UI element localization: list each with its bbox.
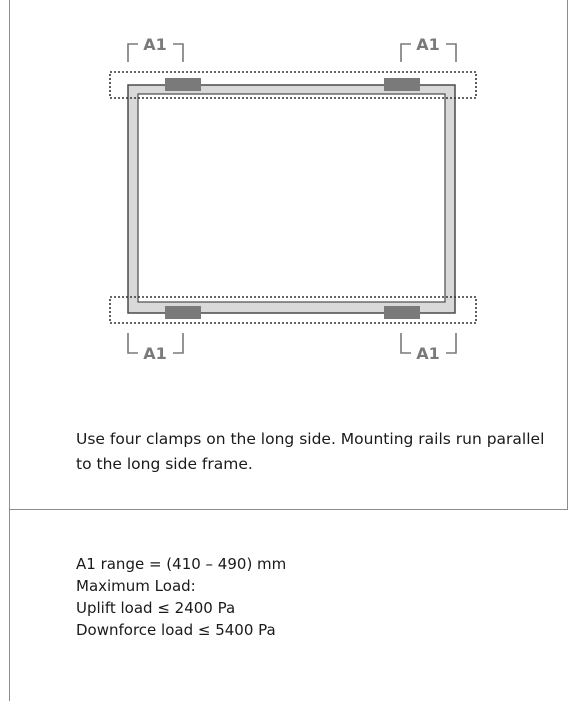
max-load-heading: Maximum Load: — [76, 577, 196, 595]
module-glass — [137, 93, 446, 303]
clamp-bottom-right — [384, 306, 420, 319]
installation-caption: Use four clamps on the long side. Mounti… — [76, 430, 545, 473]
section-divider — [9, 509, 568, 510]
dimension-top-right — [400, 43, 457, 62]
clamp-top-right — [384, 78, 420, 91]
dimension-bottom-right — [400, 333, 457, 354]
dimension-label-bottom-right: A1 — [416, 344, 440, 363]
load-specifications: A1 range = (410 – 490) mm Maximum Load: … — [76, 553, 286, 641]
left-border — [9, 0, 10, 701]
clamp-top-left — [165, 78, 201, 91]
dimension-top-left — [127, 43, 184, 62]
clamp-layout-diagram: A1 A1 A1 A1 — [109, 35, 477, 363]
a1-range: A1 range = (410 – 490) mm — [76, 555, 287, 573]
dimension-label-top-left: A1 — [143, 35, 167, 54]
uplift-load: Uplift load ≤ 2400 Pa — [76, 599, 236, 617]
dimension-label-top-right: A1 — [416, 35, 440, 54]
dimension-bottom-left — [127, 333, 184, 354]
clamp-bottom-left — [165, 306, 201, 319]
dimension-label-bottom-left: A1 — [143, 344, 167, 363]
downforce-load: Downforce load ≤ 5400 Pa — [76, 621, 276, 639]
